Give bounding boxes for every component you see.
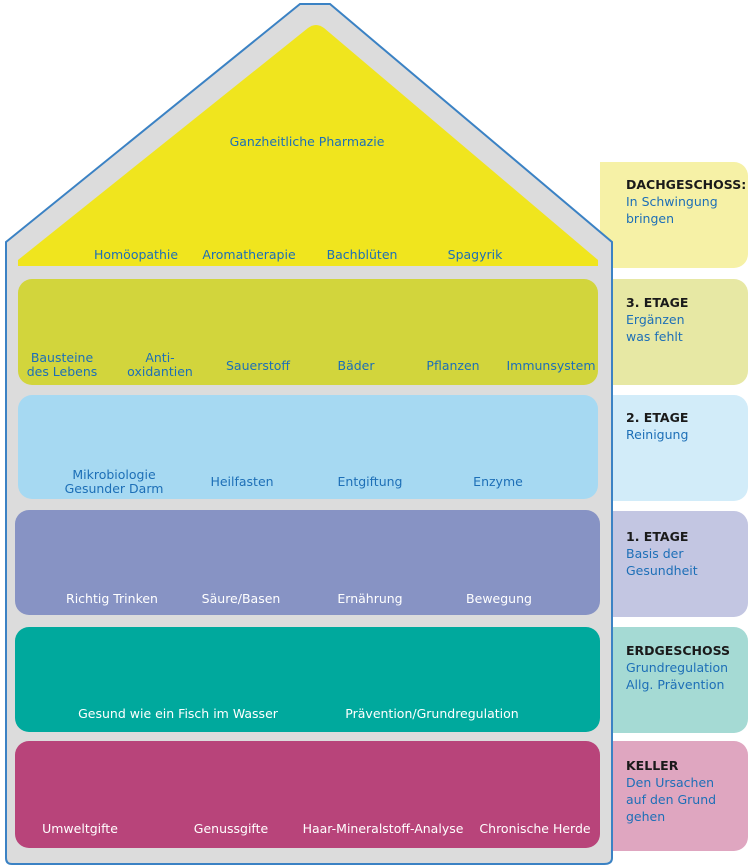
legend-dach: DACHGESCHOSS: In Schwingung bringen [626,176,746,227]
erdgeschoss-item: Gesund wie ein Fisch im Wasser [78,706,278,721]
legend-subtitle: Grundregulation Allg. Prävention [626,660,729,692]
keller-item: Umweltgifte [42,821,118,836]
etage3-item: Immunsystem [506,358,596,373]
legend-panel-keller [600,741,748,851]
legend-panel-dach [600,162,748,268]
etage3-item: Sauerstoff [225,358,291,373]
legend-panel-etage2 [600,395,748,501]
roof-shape [18,25,598,266]
etage1-item: Säure/Basen [201,591,281,606]
keller-item: Genussgifte [193,821,269,836]
legend-etage3: 3. ETAGE Ergänzen was fehlt [626,294,746,345]
legend-title: KELLER [626,758,679,773]
floor-keller [15,741,600,848]
keller-item: Haar-Mineralstoff-Analyse [302,821,464,836]
floor-etage2 [18,395,598,499]
legend-title: 1. ETAGE [626,529,689,544]
legend-erdgeschoss: ERDGESCHOSS Grundregulation Allg. Präven… [626,642,746,693]
legend-title: DACHGESCHOSS: [626,177,747,192]
legend-title: 3. ETAGE [626,295,689,310]
legend-etage2: 2. ETAGE Reinigung [626,409,746,443]
etage2-item: Mikrobiologie Gesunder Darm [64,467,164,496]
floor-erdgeschoss [15,627,600,732]
etage1-item: Richtig Trinken [66,591,158,606]
roof-item: Homöopathie [93,247,179,262]
legend-panel-etage1 [600,511,748,617]
legend-subtitle: Den Ursachen auf den Grund gehen [626,775,717,824]
legend-subtitle: Reinigung [626,427,689,442]
etage2-item: Enzyme [473,474,523,489]
legend-panel-erd [600,627,748,733]
etage3-item: Pflanzen [426,358,480,373]
legend-keller: KELLER Den Ursachen auf den Grund gehen [626,757,746,825]
etage1-item: Bewegung [466,591,532,606]
etage3-item: Anti- oxidantien [127,350,193,379]
keller-item: Chronische Herde [479,821,591,836]
etage3-item: Bäder [337,358,375,373]
roof-item: Spagyrik [447,247,503,262]
legend-etage1: 1. ETAGE Basis der Gesundheit [626,528,746,579]
legend-panel-etage3 [600,279,748,385]
legend-subtitle: Basis der Gesundheit [626,546,698,578]
etage3-item: Bausteine des Lebens [26,350,98,379]
etage2-item: Entgiftung [337,474,403,489]
floor-etage3 [18,279,598,385]
roof-item: Bachblüten [326,247,398,262]
roof-item: Aromatherapie [202,247,296,262]
etage2-item: Heilfasten [210,474,274,489]
etage1-item: Ernährung [337,591,403,606]
roof-title: Ganzheitliche Pharmazie [229,134,385,149]
floor-etage1 [15,510,600,615]
legend-subtitle: Ergänzen was fehlt [626,312,685,344]
erdgeschoss-item: Prävention/Grundregulation [345,706,519,721]
legend-title: 2. ETAGE [626,410,689,425]
legend-subtitle: In Schwingung bringen [626,194,718,226]
legend-title: ERDGESCHOSS [626,643,731,658]
